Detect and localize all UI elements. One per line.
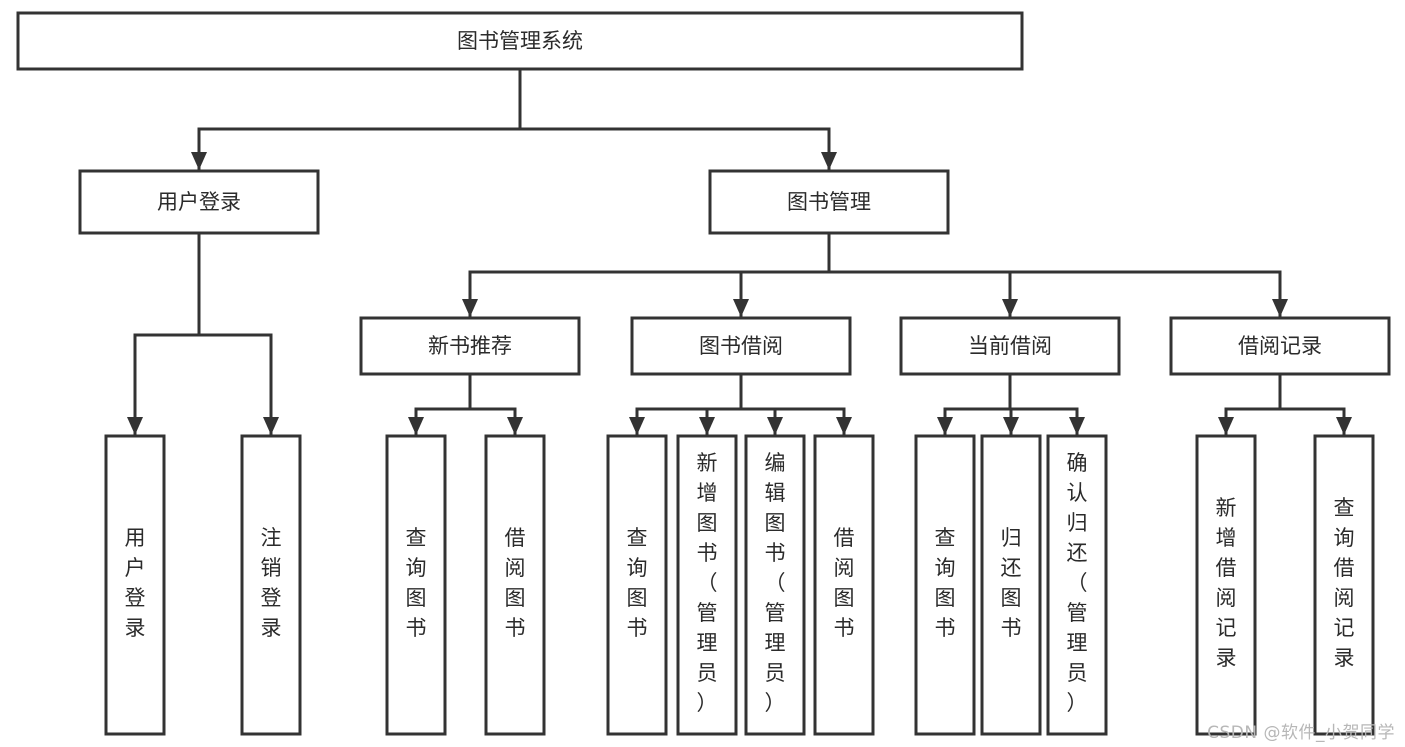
node-box-book-manage — [708, 169, 950, 235]
node-label-leaf-query-book: 查询图书 — [627, 526, 648, 640]
node-label-leaf-query-record: 查询借阅记录 — [1334, 496, 1355, 670]
node-box-leaf-edit-book — [744, 434, 806, 736]
arrow-book-borrow-to-leaf-edit-book — [767, 417, 783, 435]
arrow-borrow-record-to-leaf-add-record — [1218, 417, 1234, 435]
node-label-new-book-recommend: 新书推荐 — [428, 334, 512, 358]
node-root[interactable]: 图书管理系统 — [16, 11, 1024, 71]
node-label-user-login: 用户登录 — [157, 190, 241, 214]
node-box-leaf-add-record — [1195, 434, 1257, 736]
arrow-book-borrow-to-leaf-query-book — [629, 417, 645, 435]
node-current-borrow[interactable]: 当前借阅 — [899, 316, 1121, 376]
node-label-borrow-record: 借阅记录 — [1238, 334, 1322, 358]
node-leaf-user-login[interactable]: 用户登录 — [104, 434, 166, 736]
node-book-manage[interactable]: 图书管理 — [708, 169, 950, 235]
node-box-leaf-return-book — [980, 434, 1042, 736]
node-book-borrow[interactable]: 图书借阅 — [630, 316, 852, 376]
nodes-layer: 图书管理系统用户登录图书管理新书推荐图书借阅当前借阅借阅记录用户登录注销登录查询… — [16, 11, 1391, 736]
node-label-leaf-edit-book: 编辑图书（管理员） — [765, 451, 786, 715]
watermark-label: CSDN @软件_小贺同学 — [1207, 723, 1395, 743]
node-leaf-query-book-new[interactable]: 查询图书 — [385, 434, 447, 736]
node-box-root — [16, 11, 1024, 71]
node-label-leaf-borrow-book-new: 借阅图书 — [505, 526, 526, 640]
node-leaf-query-book[interactable]: 查询图书 — [606, 434, 668, 736]
arrow-current-borrow-to-leaf-query-book-cur — [937, 417, 953, 435]
node-label-book-borrow: 图书借阅 — [699, 334, 783, 358]
node-label-leaf-borrow-book: 借阅图书 — [834, 526, 855, 640]
node-box-leaf-query-book-new — [385, 434, 447, 736]
arrow-book-manage-to-borrow-record — [1272, 299, 1288, 317]
node-leaf-return-book[interactable]: 归还图书 — [980, 434, 1042, 736]
node-box-leaf-logout — [240, 434, 302, 736]
node-borrow-record[interactable]: 借阅记录 — [1169, 316, 1391, 376]
arrow-book-borrow-to-leaf-borrow-book — [836, 417, 852, 435]
node-box-current-borrow — [899, 316, 1121, 376]
node-box-leaf-borrow-book-new — [484, 434, 546, 736]
node-leaf-add-record[interactable]: 新增借阅记录 — [1195, 434, 1257, 736]
node-leaf-logout[interactable]: 注销登录 — [240, 434, 302, 736]
node-leaf-borrow-book[interactable]: 借阅图书 — [813, 434, 875, 736]
node-label-leaf-add-book: 新增图书（管理员） — [697, 451, 718, 715]
node-box-leaf-user-login — [104, 434, 166, 736]
node-new-book-recommend[interactable]: 新书推荐 — [359, 316, 581, 376]
arrow-new-book-recommend-to-leaf-borrow-book-new — [507, 417, 523, 435]
arrow-book-borrow-to-leaf-add-book — [699, 417, 715, 435]
node-leaf-query-book-cur[interactable]: 查询图书 — [914, 434, 976, 736]
node-box-user-login — [78, 169, 320, 235]
node-box-leaf-query-book — [606, 434, 668, 736]
node-user-login[interactable]: 用户登录 — [78, 169, 320, 235]
node-box-borrow-record — [1169, 316, 1391, 376]
node-label-leaf-query-book-cur: 查询图书 — [935, 526, 956, 640]
node-label-leaf-query-book-new: 查询图书 — [406, 526, 427, 640]
node-leaf-add-book[interactable]: 新增图书（管理员） — [676, 434, 738, 736]
arrow-root-to-book-manage — [821, 152, 837, 170]
node-label-leaf-confirm-return: 确认归还（管理员） — [1067, 451, 1088, 715]
node-leaf-confirm-return[interactable]: 确认归还（管理员） — [1046, 434, 1108, 736]
node-label-leaf-return-book: 归还图书 — [1001, 526, 1022, 640]
node-box-book-borrow — [630, 316, 852, 376]
node-leaf-query-record[interactable]: 查询借阅记录 — [1313, 434, 1375, 736]
arrow-user-login-to-leaf-user-login — [127, 417, 143, 435]
arrow-new-book-recommend-to-leaf-query-book-new — [408, 417, 424, 435]
arrow-current-borrow-to-leaf-return-book — [1003, 417, 1019, 435]
node-label-current-borrow: 当前借阅 — [968, 334, 1052, 358]
node-box-leaf-query-record — [1313, 434, 1375, 736]
arrow-book-manage-to-current-borrow — [1002, 299, 1018, 317]
node-label-leaf-add-record: 新增借阅记录 — [1216, 496, 1237, 670]
arrow-current-borrow-to-leaf-confirm-return — [1069, 417, 1085, 435]
arrow-book-manage-to-new-book-recommend — [462, 299, 478, 317]
arrow-book-manage-to-book-borrow — [733, 299, 749, 317]
arrow-user-login-to-leaf-logout — [263, 417, 279, 435]
node-label-leaf-logout: 注销登录 — [261, 526, 282, 640]
node-box-new-book-recommend — [359, 316, 581, 376]
node-leaf-edit-book[interactable]: 编辑图书（管理员） — [744, 434, 806, 736]
arrow-root-to-user-login — [191, 152, 207, 170]
connectors-layer — [127, 67, 1352, 436]
node-box-leaf-confirm-return — [1046, 434, 1108, 736]
arrow-borrow-record-to-leaf-query-record — [1336, 417, 1352, 435]
node-box-leaf-add-book — [676, 434, 738, 736]
node-box-leaf-query-book-cur — [914, 434, 976, 736]
node-box-leaf-borrow-book — [813, 434, 875, 736]
node-label-leaf-user-login: 用户登录 — [125, 526, 146, 640]
node-label-book-manage: 图书管理 — [787, 190, 871, 214]
node-leaf-borrow-book-new[interactable]: 借阅图书 — [484, 434, 546, 736]
node-label-root: 图书管理系统 — [457, 29, 583, 53]
